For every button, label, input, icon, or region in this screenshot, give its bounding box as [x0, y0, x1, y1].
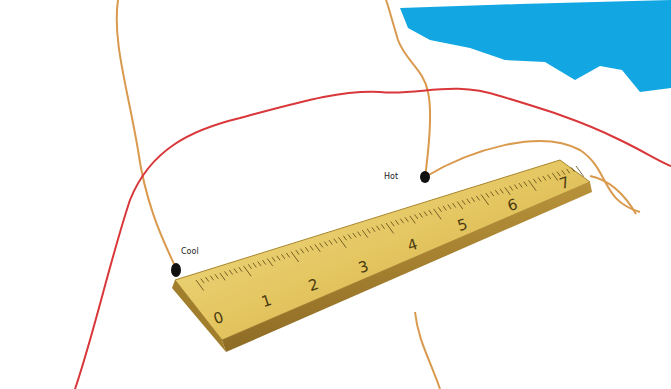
- junction-label: Cool: [181, 248, 199, 256]
- ruler-edge: [222, 182, 592, 352]
- tick-marks: [196, 166, 584, 291]
- junction-dot: [420, 171, 430, 183]
- orange-wire: [117, 0, 176, 268]
- orange-wire: [590, 176, 636, 214]
- ruler-end: [172, 280, 226, 352]
- junction-dot: [171, 263, 181, 277]
- junction-label: Hot: [384, 173, 398, 181]
- orange-wire: [415, 312, 440, 389]
- orange-wire: [386, 0, 430, 177]
- ruler-top: [175, 160, 590, 340]
- red-wire: [75, 89, 671, 389]
- blue-shape: [400, 0, 671, 92]
